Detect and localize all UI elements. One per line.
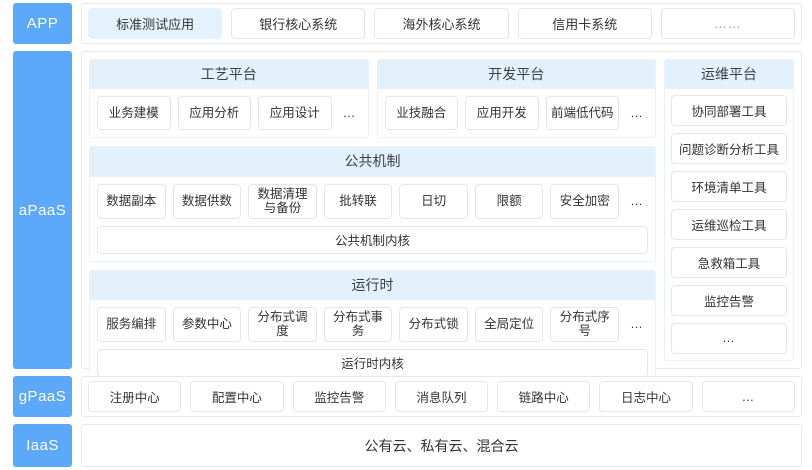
ops-item-4[interactable]: 急救箱工具 xyxy=(671,247,787,279)
app-panel: 标准测试应用 银行核心系统 海外核心系统 信用卡系统 …… xyxy=(81,3,802,44)
ops-item-2[interactable]: 环境清单工具 xyxy=(671,171,787,203)
ops-item-5[interactable]: 监控告警 xyxy=(671,285,787,317)
common-mechanism-kernel[interactable]: 公共机制内核 xyxy=(97,225,648,254)
apaas-panel: 工艺平台 业务建模 应用分析 应用设计 … 开 xyxy=(81,51,802,385)
layer-tag-apaas: aPaaS xyxy=(13,51,72,369)
gpaas-more-icon[interactable]: … xyxy=(701,381,795,412)
dev-item-1[interactable]: 应用开发 xyxy=(465,96,539,131)
app-item-3[interactable]: 信用卡系统 xyxy=(517,8,652,39)
card-title-dev-platform: 开发平台 xyxy=(377,60,655,90)
gpaas-item-4[interactable]: 链路中心 xyxy=(497,381,591,412)
layer-tag-iaas: IaaS xyxy=(13,424,72,467)
common-item-4[interactable]: 日切 xyxy=(399,183,468,219)
common-item-5[interactable]: 限额 xyxy=(474,183,544,219)
ops-item-3[interactable]: 运维巡检工具 xyxy=(671,209,787,241)
process-item-1[interactable]: 应用分析 xyxy=(177,96,251,131)
gpaas-panel: 注册中心 配置中心 监控告警 消息队列 链路中心 日志中心 … xyxy=(81,376,802,417)
card-title-process-platform: 工艺平台 xyxy=(90,60,368,90)
common-item-2[interactable]: 数据清理与备份 xyxy=(248,183,317,219)
runtime-more-icon[interactable]: … xyxy=(630,317,644,332)
layer-row-app: APP 标准测试应用 银行核心系统 海外核心系统 信用卡系统 …… xyxy=(13,3,802,44)
ops-item-0[interactable]: 协同部署工具 xyxy=(671,95,787,127)
iaas-panel: 公有云、私有云、混合云 xyxy=(81,424,802,467)
card-process-platform: 工艺平台 业务建模 应用分析 应用设计 … xyxy=(89,59,369,139)
runtime-item-4[interactable]: 分布式锁 xyxy=(399,306,468,342)
layer-row-apaas: aPaaS 工艺平台 业务建模 应用分析 应用设计 xyxy=(13,51,802,385)
common-item-0[interactable]: 数据副本 xyxy=(97,183,166,219)
runtime-item-1[interactable]: 参数中心 xyxy=(172,306,242,342)
process-more-icon[interactable]: … xyxy=(342,106,357,121)
dev-item-0[interactable]: 业技融合 xyxy=(384,96,458,131)
card-ops-platform: 运维平台 协同部署工具 问题诊断分析工具 环境清单工具 运维巡检工具 急救箱工具… xyxy=(664,59,794,361)
ops-more-icon[interactable]: … xyxy=(671,323,787,354)
app-item-2[interactable]: 海外核心系统 xyxy=(374,8,509,39)
app-item-0[interactable]: 标准测试应用 xyxy=(88,8,223,39)
gpaas-item-1[interactable]: 配置中心 xyxy=(190,381,284,412)
runtime-item-3[interactable]: 分布式事务 xyxy=(323,306,393,342)
common-item-3[interactable]: 批转联 xyxy=(323,183,393,219)
dev-item-2[interactable]: 前端低代码 xyxy=(545,96,619,131)
layer-row-gpaas: gPaaS 注册中心 配置中心 监控告警 消息队列 链路中心 日志中心 … xyxy=(13,376,802,417)
card-common-mechanism: 公共机制 数据副本 数据供数 数据清理与备份 批转联 日切 限额 安全加密 … xyxy=(89,146,656,262)
gpaas-item-3[interactable]: 消息队列 xyxy=(394,381,489,412)
card-dev-platform: 开发平台 业技融合 应用开发 前端低代码 … xyxy=(376,59,656,139)
common-item-1[interactable]: 数据供数 xyxy=(172,183,242,219)
runtime-item-5[interactable]: 全局定位 xyxy=(474,306,544,342)
common-more-icon[interactable]: … xyxy=(630,193,644,208)
card-title-runtime: 运行时 xyxy=(90,270,655,300)
layer-row-iaas: IaaS 公有云、私有云、混合云 xyxy=(13,424,802,467)
gpaas-item-5[interactable]: 日志中心 xyxy=(599,381,693,412)
runtime-item-0[interactable]: 服务编排 xyxy=(97,306,166,342)
runtime-item-2[interactable]: 分布式调度 xyxy=(248,306,317,342)
card-runtime: 运行时 服务编排 参数中心 分布式调度 分布式事务 分布式锁 全局定位 分布式序… xyxy=(89,269,656,385)
layer-tag-gpaas: gPaaS xyxy=(13,376,72,417)
process-item-2[interactable]: 应用设计 xyxy=(258,96,332,131)
apaas-top-cards: 工艺平台 业务建模 应用分析 应用设计 … 开 xyxy=(89,59,656,139)
iaas-text: 公有云、私有云、混合云 xyxy=(364,437,519,454)
app-item-list: 标准测试应用 银行核心系统 海外核心系统 信用卡系统 …… xyxy=(82,4,801,43)
common-item-6[interactable]: 安全加密 xyxy=(550,183,620,219)
gpaas-item-0[interactable]: 注册中心 xyxy=(88,381,182,412)
card-title-common-mechanism: 公共机制 xyxy=(90,147,655,177)
app-item-more[interactable]: …… xyxy=(660,8,796,39)
gpaas-item-2[interactable]: 监控告警 xyxy=(292,381,386,412)
card-title-ops-platform: 运维平台 xyxy=(665,60,793,90)
ops-item-1[interactable]: 问题诊断分析工具 xyxy=(671,133,787,165)
runtime-kernel[interactable]: 运行时内核 xyxy=(97,348,648,377)
app-item-1[interactable]: 银行核心系统 xyxy=(231,8,366,39)
process-item-0[interactable]: 业务建模 xyxy=(97,96,171,131)
layer-tag-app: APP xyxy=(13,3,72,44)
gpaas-item-list: 注册中心 配置中心 监控告警 消息队列 链路中心 日志中心 … xyxy=(82,377,801,416)
runtime-item-6[interactable]: 分布式序号 xyxy=(550,306,620,342)
apaas-left-column: 工艺平台 业务建模 应用分析 应用设计 … 开 xyxy=(89,59,656,385)
dev-more-icon[interactable]: … xyxy=(630,106,644,121)
